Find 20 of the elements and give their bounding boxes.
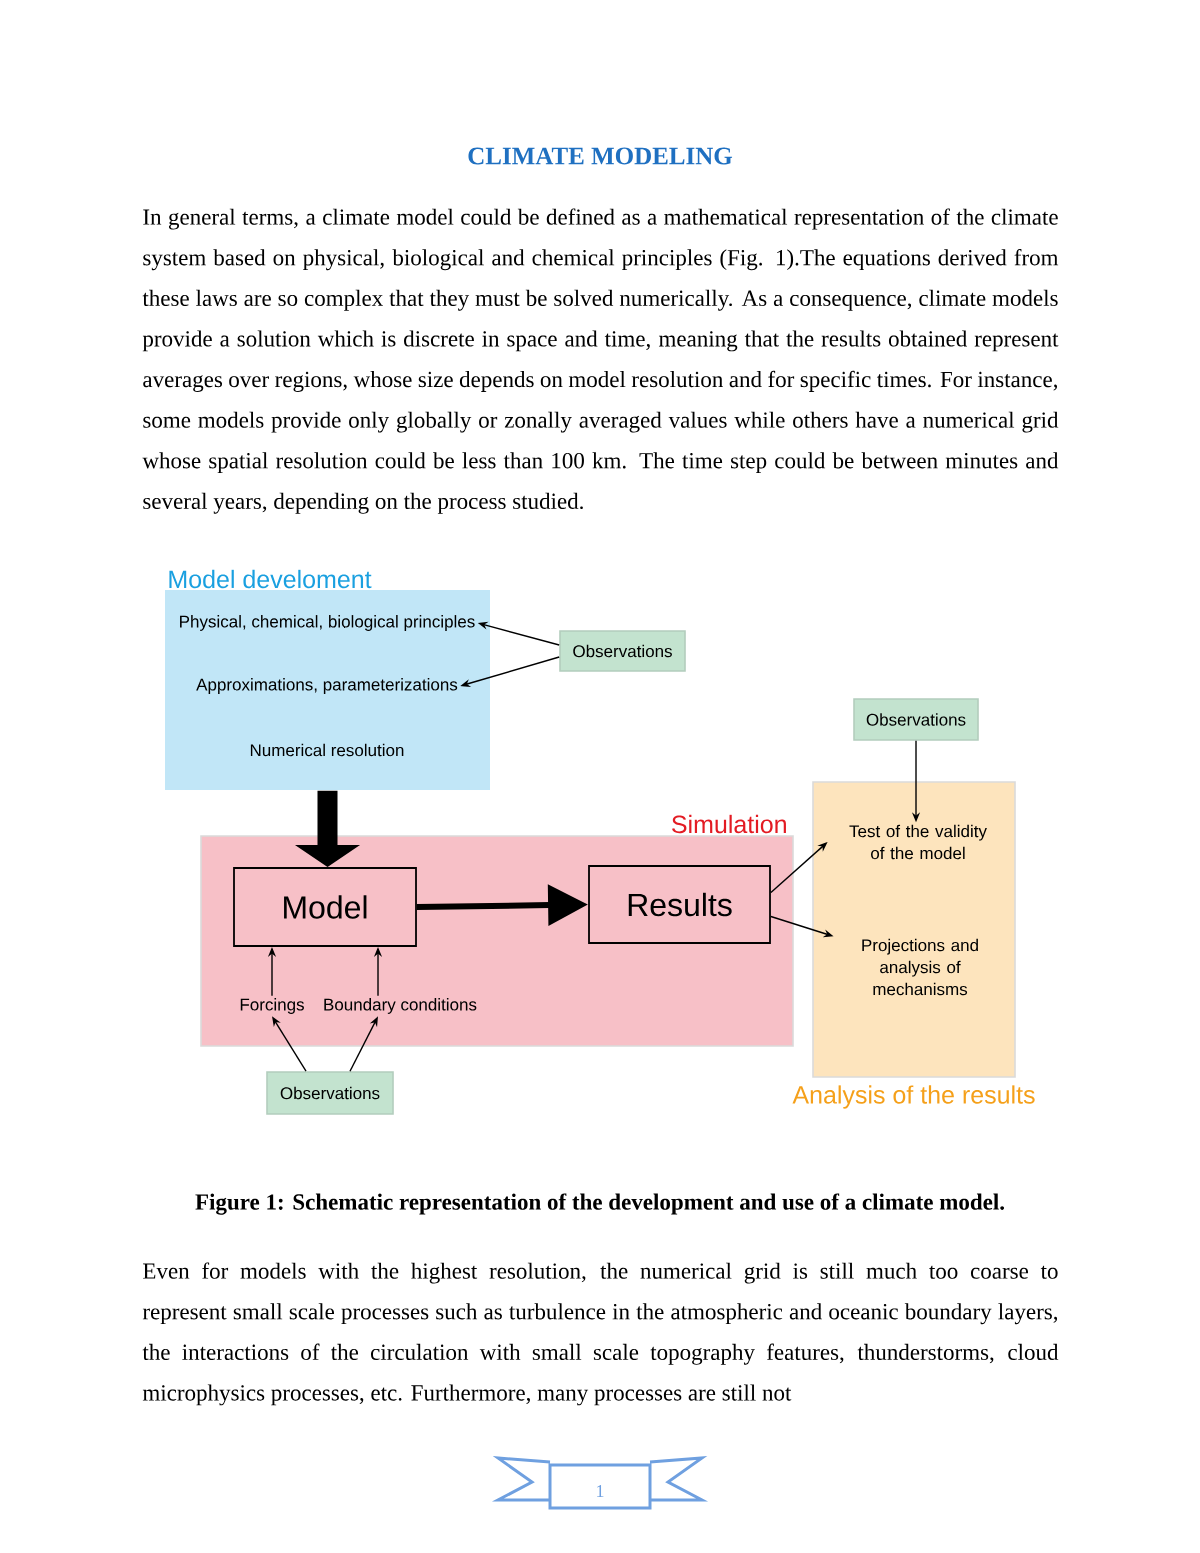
figure-caption: Figure 1: Schematic representation of the development and use of a climate model.	[195, 1193, 1004, 1215]
process-box: Model	[233, 867, 417, 947]
panel-heading: Model develoment	[169, 569, 372, 589]
node-label: Boundary conditions	[324, 998, 477, 1014]
process-box: Results	[588, 865, 771, 944]
page-title: CLIMATE MODELING	[468, 147, 733, 165]
node-label: Forcings	[240, 998, 304, 1014]
page-number: 1	[597, 1485, 604, 1497]
paragraph: In general terms, a climate model could be defined as a mathematical representation of the climate system based on physical, biological and chemical principles (Fig. 1).The equations derived from these laws are so complex that they must be solved numerically. As a consequence, climate models provide a solution which is discrete in space and time, meaning that the results obtained represent averages over regions, whose size depends on model resolution and for specific times. For instance, some models provide only globally or zonally averaged values while others have a numerical grid whose spatial resolution could be less than 100 km. The time step could be between minutes and several years, depending on the process studied.	[142, 208, 1059, 514]
panel-heading: Simulation	[672, 814, 786, 834]
observations-box: Observations	[853, 698, 979, 741]
node-label: Test of the validity of the model	[849, 824, 987, 860]
panel-heading: Analysis of the results	[792, 1085, 1035, 1109]
observations-box: Observations	[266, 1071, 394, 1115]
node-label: Projections and analysis of mechanisms	[862, 938, 978, 996]
paragraph: Even for models with the highest resolution, the numerical grid is still much too coarse to represent small scale processes such as turbulence in the atmospheric and oceanic boundary layers, the interactions of the circulation with small scale topography features, thunderstorms, cloud microphysics processes, etc. Furthermore, many processes are still not	[142, 1262, 1059, 1406]
node-label: Physical, chemical, biological principles	[180, 615, 475, 631]
node-label: Approximations, parameterizations	[196, 678, 458, 694]
observations-box: Observations	[559, 630, 686, 672]
node-label: Numerical resolution	[250, 743, 404, 757]
